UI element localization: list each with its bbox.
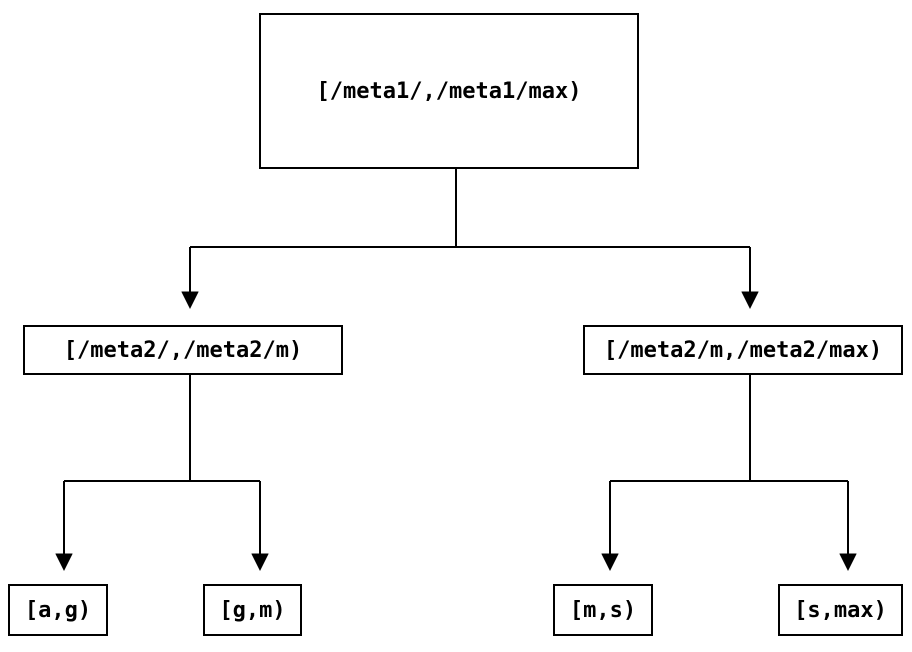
edge-meta2-high-stem [609, 375, 849, 554]
node-meta2-low-label: [/meta2/,/meta2/m) [63, 337, 303, 363]
node-meta2-low: [/meta2/,/meta2/m) [23, 325, 343, 375]
node-leaf-gm: [g,m) [203, 584, 302, 636]
node-root-label: [/meta1/,/meta1/max) [316, 78, 582, 104]
edge-meta2-low-stem [63, 375, 261, 554]
node-leaf-gm-label: [g,m) [219, 597, 286, 623]
arrowhead-meta2-low-to-ag [55, 553, 73, 572]
node-leaf-ag-label: [a,g) [24, 597, 92, 623]
node-leaf-ag: [a,g) [8, 584, 108, 636]
arrowhead-meta2-high-to-ms [601, 553, 619, 572]
node-meta2-high-label: [/meta2/m,/meta2/max) [603, 337, 883, 363]
node-leaf-ms-label: [m,s) [569, 597, 637, 623]
node-meta2-high: [/meta2/m,/meta2/max) [583, 325, 903, 375]
node-leaf-smax: [s,max) [778, 584, 903, 636]
node-leaf-smax-label: [s,max) [794, 597, 887, 623]
node-leaf-ms: [m,s) [553, 584, 653, 636]
arrowhead-root-to-meta2-high [741, 291, 759, 310]
arrowhead-root-to-meta2-low [181, 291, 199, 310]
arrowhead-meta2-low-to-gm [251, 553, 269, 572]
node-root: [/meta1/,/meta1/max) [259, 13, 639, 169]
edge-root-stem [189, 169, 751, 292]
arrowhead-meta2-high-to-smax [839, 553, 857, 572]
